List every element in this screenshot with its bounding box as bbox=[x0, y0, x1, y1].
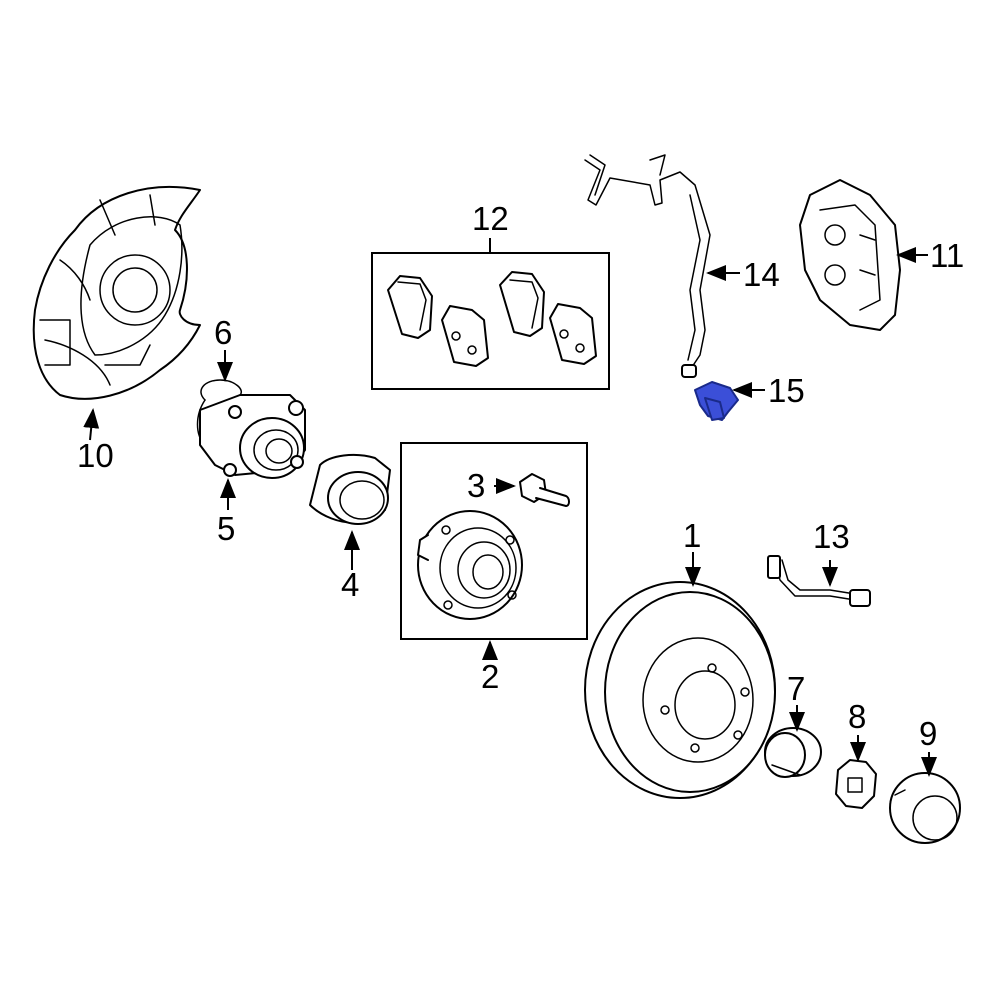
dust-shield-part[interactable] bbox=[32, 186, 201, 400]
callout-3: 3 bbox=[467, 467, 485, 504]
callout-labels: 1 2 3 4 5 6 7 8 9 10 11 12 13 14 15 bbox=[77, 200, 964, 752]
brake-rotor-part[interactable] bbox=[584, 581, 776, 799]
callout-7: 7 bbox=[787, 670, 805, 707]
bearing-ring-part[interactable] bbox=[309, 453, 391, 525]
callout-5: 5 bbox=[217, 510, 235, 547]
callout-4: 4 bbox=[341, 566, 359, 603]
callout-9: 9 bbox=[919, 715, 937, 752]
callout-14: 14 bbox=[743, 256, 780, 293]
callout-13: 13 bbox=[813, 518, 850, 555]
callout-1: 1 bbox=[683, 517, 701, 554]
speed-sensor-wire-part[interactable] bbox=[584, 154, 711, 378]
callout-2: 2 bbox=[481, 658, 499, 695]
callout-6: 6 bbox=[214, 314, 232, 351]
callout-8: 8 bbox=[848, 698, 866, 735]
lock-nut-part[interactable] bbox=[835, 759, 877, 809]
abs-sensor-part-highlighted[interactable] bbox=[694, 381, 739, 421]
grease-cap-part[interactable] bbox=[889, 772, 961, 844]
callout-11: 11 bbox=[930, 237, 964, 274]
hub-flange-part[interactable] bbox=[417, 510, 523, 620]
leader-lines bbox=[83, 238, 937, 777]
hub-assembly-box bbox=[400, 442, 588, 640]
caliper-part[interactable] bbox=[799, 179, 901, 331]
callout-12: 12 bbox=[472, 200, 509, 237]
hub-cap-part[interactable] bbox=[764, 727, 822, 778]
brake-pads-part[interactable] bbox=[387, 271, 597, 367]
callout-10: 10 bbox=[77, 437, 114, 474]
hub-bolt-part[interactable] bbox=[519, 473, 570, 507]
callout-15: 15 bbox=[768, 372, 805, 409]
brake-hose-part[interactable] bbox=[767, 555, 871, 607]
bearing-hub-part[interactable] bbox=[199, 394, 306, 479]
